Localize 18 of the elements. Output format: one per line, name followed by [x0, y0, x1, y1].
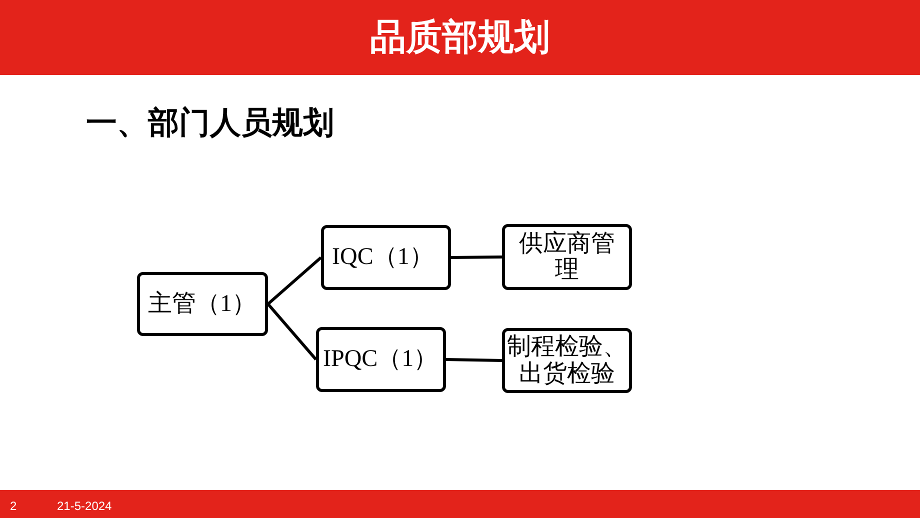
connector-line [450, 256, 502, 259]
date: 21-5-2024 [57, 498, 112, 515]
box-label: IPQC（1） [323, 346, 438, 373]
org-box [502, 224, 632, 290]
connector-line [266, 303, 318, 360]
box-label: IQC（1） [332, 244, 434, 271]
title: 品质部规划 [370, 16, 550, 60]
org-box [502, 328, 632, 393]
org-box [321, 225, 451, 290]
connector-line [267, 256, 322, 306]
box-label: 主管（1） [148, 290, 256, 318]
org-box [316, 327, 446, 392]
page-number: 2 [10, 498, 17, 515]
box-label: 供应商管理 [518, 230, 616, 284]
org-box [137, 272, 268, 336]
connector-line [446, 358, 502, 362]
box-label: 制程检验、出货检验 [506, 334, 628, 387]
section-heading: 一、部门人员规划 [86, 104, 334, 143]
